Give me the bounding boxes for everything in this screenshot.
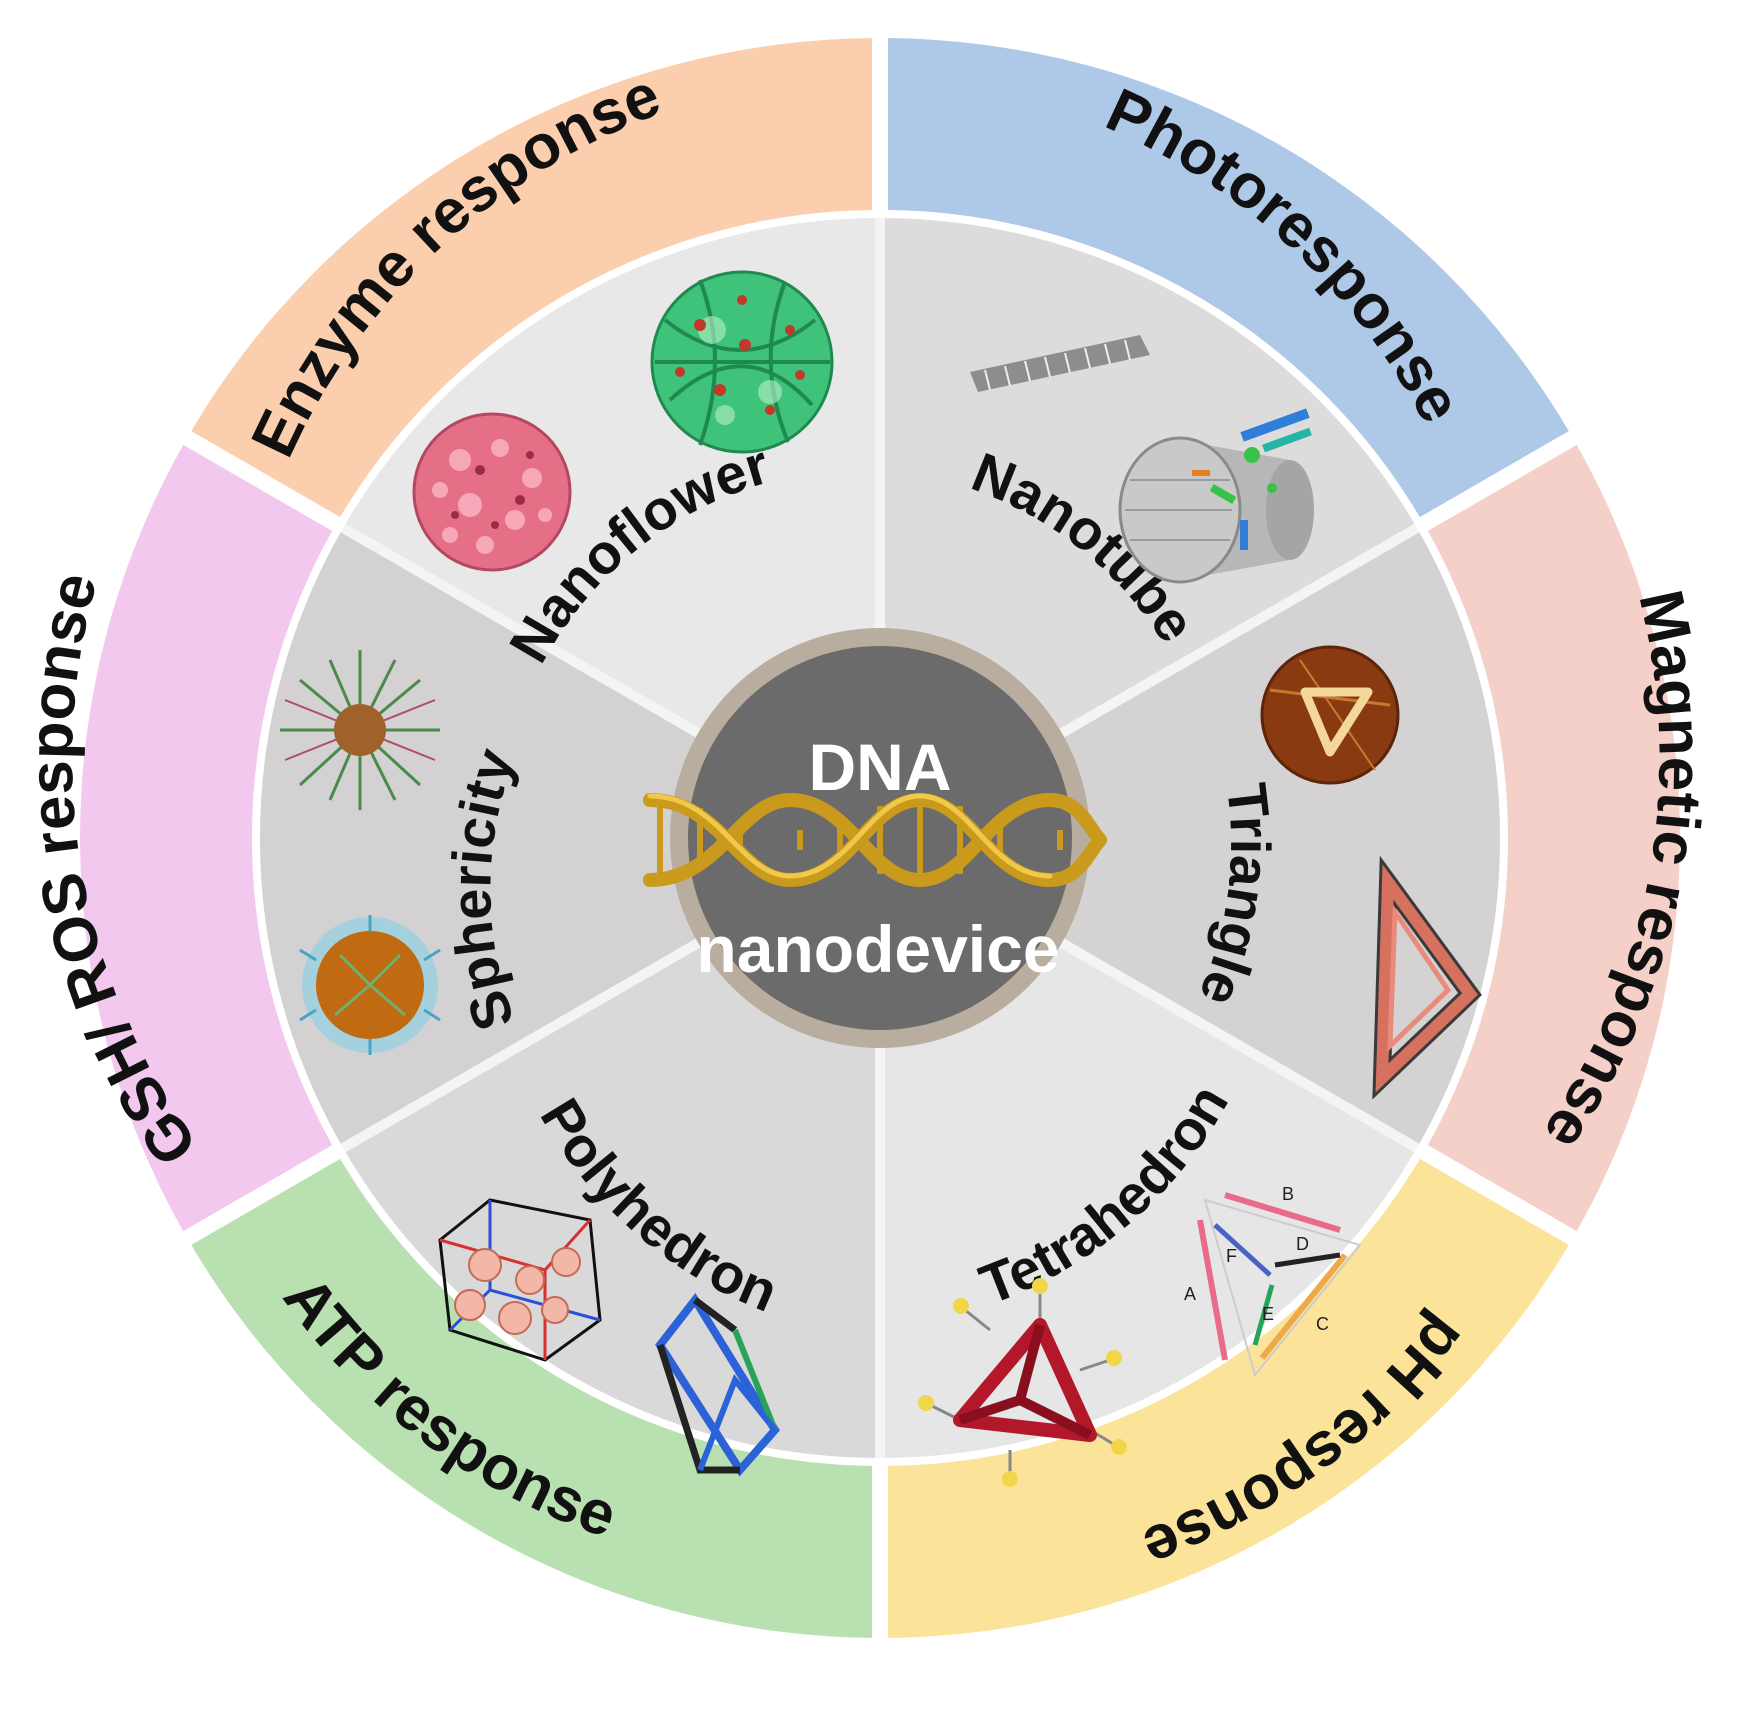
schematic-label-d: D	[1296, 1234, 1309, 1254]
pink-nanoflower-image	[412, 412, 572, 572]
separator	[176, 1143, 344, 1249]
inner-separators	[337, 214, 1423, 1462]
green-nanoflower-image	[650, 270, 834, 454]
ring-divider	[252, 210, 1508, 1466]
schematic-label-f: F	[1226, 1246, 1237, 1266]
outer-segment-gsh-ros-response	[80, 438, 340, 1238]
schematic-label-a: A	[1184, 1284, 1196, 1304]
schematic-label-c: C	[1316, 1314, 1329, 1334]
twisted-nanotube-image	[970, 335, 1150, 392]
triangle-origami-image	[1372, 855, 1482, 1100]
separator	[176, 427, 344, 533]
dna-helix-icon	[643, 792, 1107, 888]
spiky-sphere-image	[280, 650, 440, 810]
cargo-nanotube-image	[1118, 408, 1314, 584]
segment-separators	[176, 30, 1584, 1646]
cage-polyhedron-image	[438, 1198, 602, 1362]
outer-ring	[80, 38, 1680, 1638]
separator	[1416, 1143, 1584, 1249]
prism-polyhedron-image	[655, 1292, 780, 1477]
schematic-label-e: E	[1262, 1304, 1274, 1324]
inner-segment-polyhedron	[339, 937, 881, 1462]
outer-segment-ph-response	[880, 1150, 1573, 1638]
tetrahedron-schematic-image: A B C D E F	[1184, 1184, 1362, 1378]
schematic-label-b: B	[1282, 1184, 1294, 1204]
separator	[1416, 427, 1584, 533]
separator	[1049, 933, 1423, 1155]
separator	[337, 521, 711, 743]
center-title-nanodevice: nanodevice	[696, 912, 1059, 986]
outer-segment-enzyme-response	[187, 38, 880, 526]
inner-segment-tetrahedron	[880, 937, 1421, 1462]
tetrahedron-3d-image	[918, 1278, 1127, 1487]
separator	[1049, 521, 1423, 743]
outer-segment-atp-response	[187, 1150, 880, 1638]
afm-triangle-image	[1260, 645, 1400, 785]
center-title-dna: DNA	[809, 730, 952, 804]
outer-segment-magnetic-response	[1420, 438, 1680, 1238]
separator	[337, 933, 711, 1155]
outer-segment-photoresponse	[880, 38, 1573, 526]
decorated-sphere-image	[299, 915, 441, 1055]
